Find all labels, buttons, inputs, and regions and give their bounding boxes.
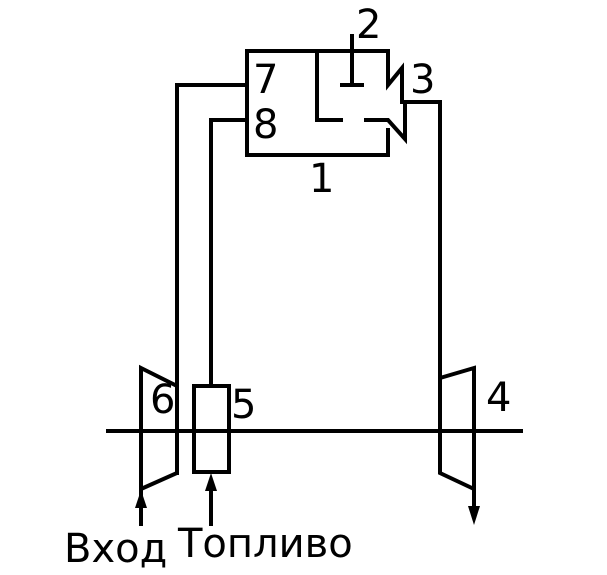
unit-1-box [245, 49, 390, 157]
label-1: 1 [309, 156, 334, 202]
element-2 [315, 34, 364, 122]
label-5: 5 [231, 382, 256, 428]
inlet-arrow [135, 490, 147, 508]
inlet-label: Вход [64, 526, 167, 572]
label-6: 6 [150, 377, 175, 423]
fuel-arrow [205, 473, 217, 491]
fuel-label: Топливо [177, 521, 353, 567]
line-8-pipe [209, 118, 249, 388]
compressor-6 [139, 364, 179, 493]
label-8: 8 [253, 102, 278, 148]
element-3-upper [386, 49, 404, 104]
label-2: 2 [356, 2, 381, 48]
label-4: 4 [486, 375, 511, 421]
exhaust-arrow [468, 506, 480, 525]
label-3: 3 [410, 57, 435, 103]
line-7-pipe [175, 83, 249, 475]
turbine-4 [438, 365, 476, 493]
fuel-unit-5 [192, 384, 231, 474]
label-7: 7 [253, 57, 278, 103]
element-3-lower [364, 100, 442, 145]
